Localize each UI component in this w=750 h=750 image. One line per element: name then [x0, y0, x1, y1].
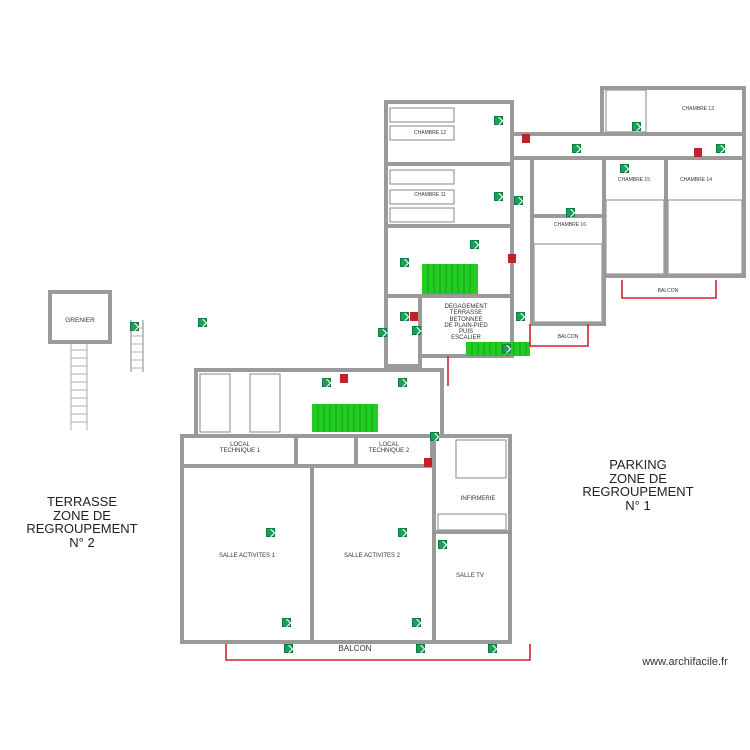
wall-chambre-16 [530, 214, 606, 326]
fire-extinguisher-icon [522, 134, 530, 143]
wall-grenier [48, 290, 112, 344]
balcony-label-mid: BALCON [557, 334, 579, 340]
balcony-label-bottom: BALCON [338, 644, 372, 653]
room-label-grenier: GRENIER [65, 317, 95, 324]
zone-label-terrasse: TERRASSE ZONE DE REGROUPEMENT N° 2 [26, 494, 138, 550]
exit-sign [266, 528, 275, 537]
room-label-chambre-12: CHAMBRE 12 [414, 130, 446, 136]
room-label-local-technique-2: LOCAL TECHNIQUE 2 [368, 442, 410, 455]
wall-sanitaires [194, 368, 444, 438]
balcony-rail-bottom [225, 644, 531, 661]
exit-sign [566, 208, 575, 217]
exit-sign [400, 312, 409, 321]
exit-sign [282, 618, 291, 627]
exit-sign [620, 164, 629, 173]
exit-sign [516, 312, 525, 321]
room-label-chambre-11: CHAMBRE 11 [414, 192, 446, 198]
balcony-rail-top [621, 280, 717, 299]
fire-extinguisher-icon [424, 458, 432, 467]
exit-sign [502, 344, 511, 353]
watermark: www.archifacile.fr [642, 656, 728, 668]
exit-sign [488, 644, 497, 653]
exit-sign [632, 122, 641, 131]
stairs-green [312, 264, 530, 432]
exit-sign [378, 328, 387, 337]
exit-sign [398, 378, 407, 387]
exit-sign [322, 378, 331, 387]
room-label-infirmerie: INFIRMERIE [460, 496, 496, 502]
exit-sign [430, 432, 439, 441]
exit-sign [198, 318, 207, 327]
room-label-salle-activites-1: SALLE ACTIVITES 1 [218, 553, 276, 559]
exit-sign [470, 240, 479, 249]
exit-sign [416, 644, 425, 653]
exit-sign [412, 618, 421, 627]
room-label-chambre-16: CHAMBRE 16 [554, 222, 586, 228]
exit-sign [716, 144, 725, 153]
balcony-label-top: BALCON [657, 288, 679, 294]
wall-salle-tv [432, 530, 512, 644]
zone-label-parking: PARKING ZONE DE REGROUPEMENT N° 1 [582, 457, 694, 513]
exit-sign [400, 258, 409, 267]
exit-sign [398, 528, 407, 537]
wall-chambre-14 [664, 156, 746, 278]
room-label-local-technique-1: LOCAL TECHNIQUE 1 [219, 442, 261, 455]
exit-sign [284, 644, 293, 653]
exit-sign [572, 144, 581, 153]
room-label-chambre-15: CHAMBRE 15 [618, 177, 650, 183]
exit-sign [514, 196, 523, 205]
fire-extinguisher-icon [410, 312, 418, 321]
exit-sign [494, 116, 503, 125]
exit-sign [494, 192, 503, 201]
room-label-chambre-13: CHAMBRE 13 [682, 106, 714, 112]
exit-sign [438, 540, 447, 549]
wall-corridor [510, 132, 746, 160]
fire-extinguisher-icon [340, 374, 348, 383]
wall-infirmerie [432, 434, 512, 534]
exit-sign [130, 322, 139, 331]
fire-extinguisher-icon [694, 148, 702, 157]
room-label-salle-tv: SALLE TV [456, 573, 484, 579]
exit-sign [412, 326, 421, 335]
room-label-degagement: DEGAGEMENT TERRASSE BETONNEE DE PLAIN-PI… [444, 304, 488, 342]
wall-chambre-15 [602, 156, 668, 278]
fire-extinguisher-icon [508, 254, 516, 263]
balcony-rail-mid [529, 324, 589, 347]
room-label-chambre-14: CHAMBRE 14 [680, 177, 712, 183]
wall-chambre-13 [600, 86, 746, 136]
room-label-salle-activites-2: SALLE ACTIVITES 2 [343, 553, 401, 559]
